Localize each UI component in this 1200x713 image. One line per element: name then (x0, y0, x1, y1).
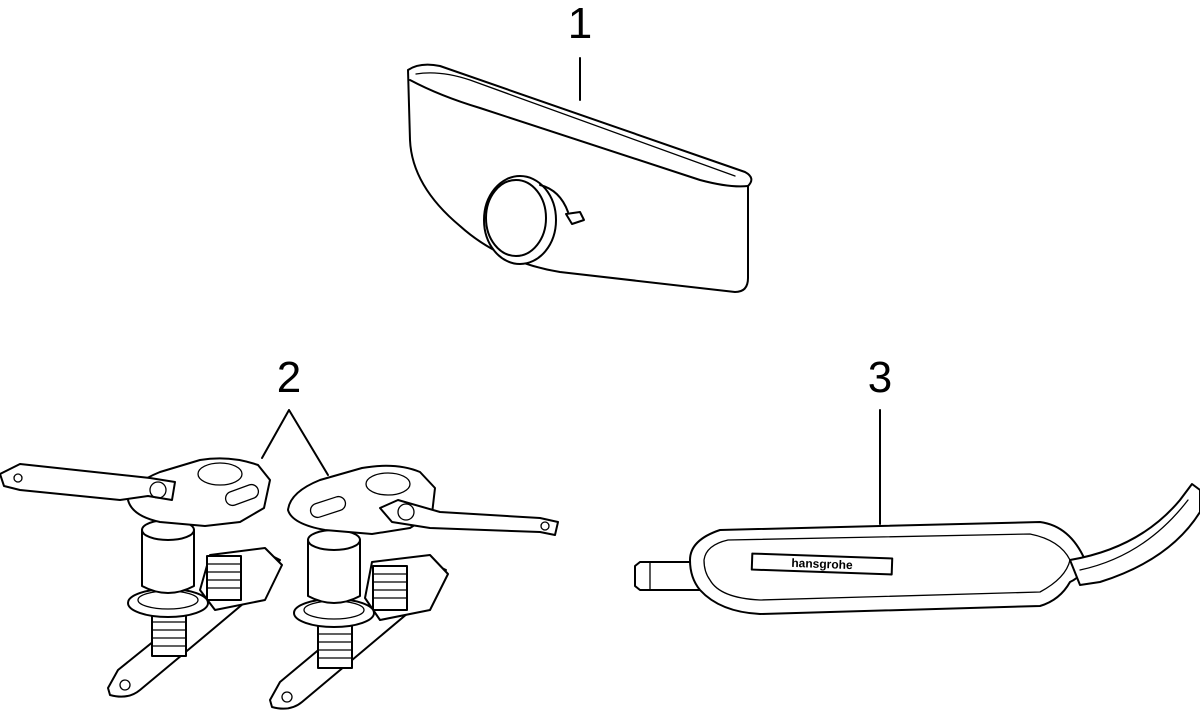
leader-lines (261, 57, 881, 525)
tool-brand-label: hansgrohe (791, 556, 853, 572)
part-1-cover (407, 63, 753, 293)
leader-line-2 (261, 409, 329, 476)
callout-number-3: 3 (868, 353, 892, 402)
callout-number-2: 2 (277, 353, 301, 402)
brand-label-plate (750, 552, 894, 576)
part-2-mounting-assembly-left (0, 457, 283, 698)
part-2-mounting-assembly-right (269, 464, 559, 710)
part-3-assembly-tool: hansgrohe (634, 483, 1200, 615)
callout-number-1: 1 (568, 0, 592, 48)
